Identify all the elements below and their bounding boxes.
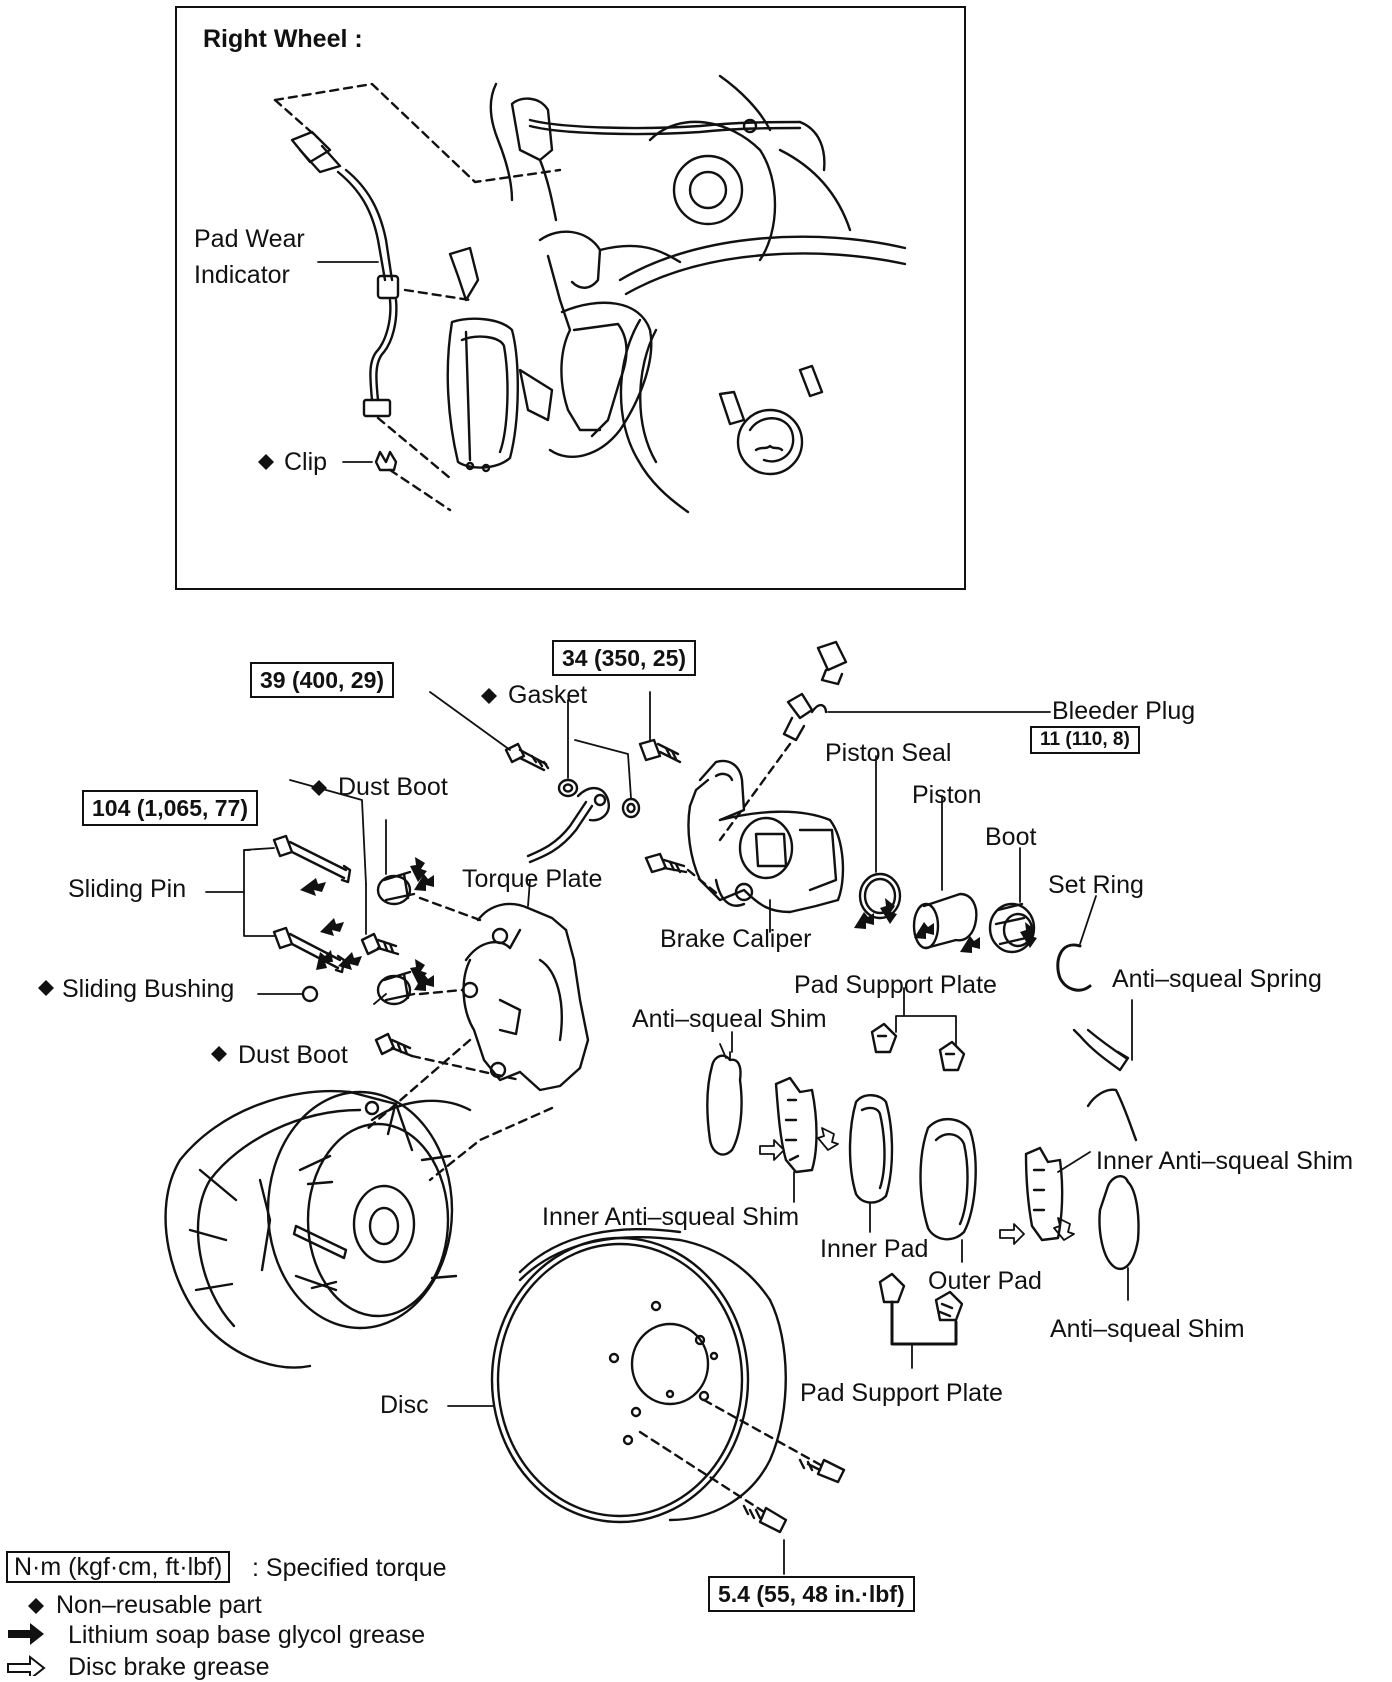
pad-wear-indicator-label-line2: Indicator xyxy=(194,261,290,289)
right-wheel-inset-frame xyxy=(175,6,966,590)
dust-boot-upper-label: Dust Boot xyxy=(338,773,448,801)
inner-pad-label: Inner Pad xyxy=(820,1235,929,1263)
legend-disc-grease: Disc brake grease xyxy=(68,1653,270,1681)
inset-title: Right Wheel : xyxy=(203,25,363,53)
piston-seal-label: Piston Seal xyxy=(825,739,952,767)
piston-label: Piston xyxy=(912,781,982,809)
outer-pad-label: Outer Pad xyxy=(928,1267,1042,1295)
hub-art xyxy=(164,1089,472,1369)
torque-plate-art xyxy=(461,879,590,1092)
boot-label: Boot xyxy=(985,823,1037,851)
legend-torque-unit-box: N·m (kgf·cm, ft·lbf) xyxy=(6,1551,231,1583)
gasket-label: Gasket xyxy=(508,681,588,709)
legend-non-reusable: Non–reusable part xyxy=(56,1591,262,1619)
torque-box-34: 34 (350, 25) xyxy=(552,640,697,676)
torque-box-39: 39 (400, 29) xyxy=(250,662,395,698)
hollow-arrow-icon xyxy=(7,1654,46,1676)
inset-artwork xyxy=(273,74,907,514)
diamond-markers xyxy=(38,454,497,1062)
anti-squeal-shim-right-label: Anti–squeal Shim xyxy=(1050,1315,1245,1343)
brake-caliper-label: Brake Caliper xyxy=(660,925,812,953)
torque-box-104: 104 (1,065, 77) xyxy=(82,790,259,826)
inner-anti-squeal-shim-right-label: Inner Anti–squeal Shim xyxy=(1096,1147,1354,1175)
anti-squeal-shim-left-label: Anti–squeal Shim xyxy=(632,1005,827,1033)
legend-torque-text: : Specified torque xyxy=(252,1554,447,1582)
sliding-bushing-label: Sliding Bushing xyxy=(62,975,235,1003)
disc-art xyxy=(490,1228,787,1524)
hollow-grease-arrows xyxy=(759,1127,1075,1245)
sliding-pins-art xyxy=(205,834,352,974)
pad-support-plate-lower-label: Pad Support Plate xyxy=(800,1379,1003,1407)
bolt-34 xyxy=(638,738,682,764)
torque-box-5-4: 5.4 (55, 48 in.·lbf) xyxy=(708,1576,915,1612)
clip-label: Clip xyxy=(284,448,328,476)
bleeder-plug-label: Bleeder Plug xyxy=(1052,697,1196,725)
torque-plate-label: Torque Plate xyxy=(462,865,603,893)
solid-arrow-icon xyxy=(8,1623,44,1645)
disc-label: Disc xyxy=(380,1391,429,1419)
torque-box-11: 11 (110, 8) xyxy=(1030,726,1140,754)
bolt-39 xyxy=(504,742,550,772)
pad-wear-indicator-label-line1: Pad Wear xyxy=(194,225,305,253)
diamond-icon xyxy=(28,1598,44,1614)
pad-support-plate-upper-label: Pad Support Plate xyxy=(794,971,997,999)
set-ring-label: Set Ring xyxy=(1048,871,1144,899)
dust-boot-lower-label: Dust Boot xyxy=(238,1041,348,1069)
legend-icons xyxy=(7,1598,46,1676)
legend-lithium: Lithium soap base glycol grease xyxy=(68,1621,426,1649)
inner-anti-squeal-shim-left-label: Inner Anti–squeal Shim xyxy=(542,1203,800,1231)
brake-caliper-art xyxy=(687,759,845,914)
sliding-pin-label: Sliding Pin xyxy=(68,875,187,903)
anti-squeal-spring-label: Anti–squeal Spring xyxy=(1112,965,1322,993)
